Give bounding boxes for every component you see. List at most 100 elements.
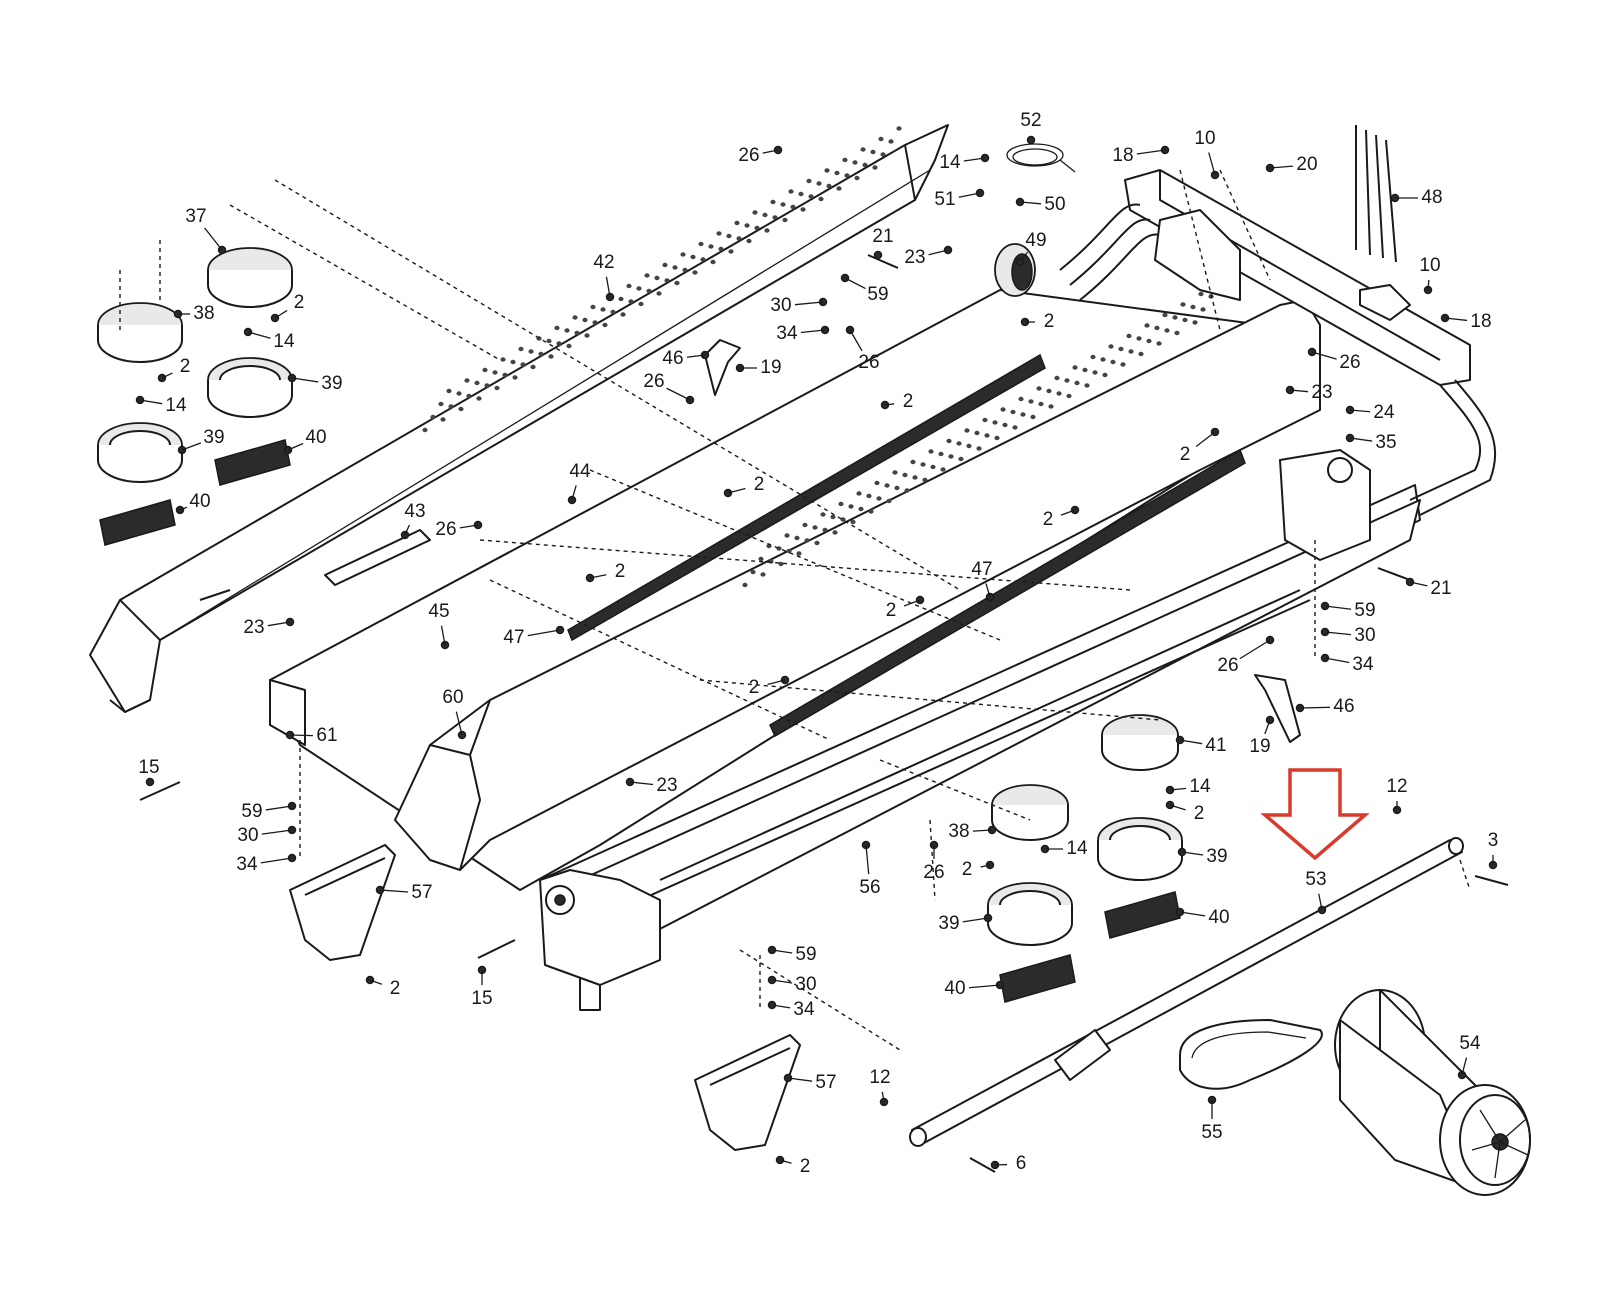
part-label-26: 26 [1217, 655, 1238, 676]
cable-ties [1355, 125, 1397, 263]
rail-hole [1056, 391, 1062, 396]
rail-hole [772, 215, 778, 220]
leader-line [440, 625, 446, 646]
part-label-53: 53 [1305, 869, 1326, 890]
rail-hole [886, 498, 892, 504]
part-label-59: 59 [795, 944, 816, 965]
rail-hole [844, 173, 850, 178]
rail-hole [674, 280, 680, 286]
left-rail-holes [422, 126, 902, 433]
rail-hole [778, 561, 784, 567]
rail-hole [1136, 336, 1142, 341]
rail-hole [512, 375, 518, 380]
part-label-18: 18 [1112, 145, 1133, 166]
rail-hole [430, 414, 436, 420]
part-label-26: 26 [435, 519, 456, 540]
rail-hole [458, 406, 464, 412]
rail-hole [528, 349, 534, 354]
leader-line [589, 574, 607, 579]
leader-line [767, 679, 786, 686]
rail-hole [902, 472, 908, 478]
leader-line [204, 227, 223, 251]
rail-hole [1144, 323, 1150, 328]
part-label-15: 15 [138, 757, 159, 778]
rail-hole [620, 312, 626, 317]
rail-hole [1018, 396, 1024, 402]
rail-hole [758, 556, 764, 562]
rail-hole [786, 548, 792, 554]
rail-hole [760, 572, 766, 577]
rail-hole [940, 467, 946, 472]
leader-line [1195, 431, 1216, 447]
leader-line [800, 329, 826, 334]
leader-line [1324, 657, 1350, 664]
leader-line [980, 864, 991, 868]
rail-hole [610, 309, 616, 315]
rail-hole [700, 257, 706, 262]
rail-hole [870, 149, 876, 155]
rail-hole [854, 175, 860, 181]
rail-hole [832, 530, 838, 535]
rail-hole [1064, 378, 1070, 383]
leader-line [666, 387, 691, 401]
leader-line [289, 734, 314, 737]
rail-hole [834, 170, 840, 176]
rail-hole [872, 165, 878, 170]
rail-hole [796, 551, 802, 556]
bolts [139, 254, 1509, 1173]
leader-line [1289, 389, 1309, 393]
rail-hole [1154, 325, 1160, 331]
part-label-2: 2 [962, 859, 973, 880]
rail-hole [866, 493, 872, 499]
leader-line [771, 979, 793, 984]
rail-hole [912, 475, 918, 480]
rail-hole [1072, 365, 1078, 370]
rail-hole [896, 126, 902, 131]
part-label-47: 47 [971, 559, 992, 580]
leader-line [1181, 851, 1204, 856]
rail-hole [530, 364, 536, 370]
rail-hole [1198, 291, 1204, 297]
leader-line [958, 192, 981, 198]
leader-line [379, 889, 409, 893]
leader-line [727, 487, 746, 494]
rail-hole [794, 535, 800, 541]
part-label-59: 59 [867, 284, 888, 305]
part-label-44: 44 [569, 461, 591, 482]
leader-line [1060, 509, 1076, 516]
leader-line [1349, 437, 1373, 442]
rail-hole [582, 317, 588, 323]
rail-hole [842, 157, 848, 163]
rail-hole [982, 417, 988, 423]
rail-hole [1066, 393, 1072, 399]
leader-line [972, 829, 993, 832]
part-label-21: 21 [872, 226, 893, 247]
rail-hole [938, 451, 944, 457]
rail-hole [476, 396, 482, 401]
leader-line [985, 583, 991, 598]
part-label-43: 43 [404, 501, 425, 522]
part-label-12: 12 [1386, 776, 1407, 797]
leader-line [963, 157, 986, 162]
rail-hole [718, 246, 724, 252]
right-foot-stack [987, 714, 1183, 1003]
rail-hole [904, 488, 910, 493]
rail-hole [824, 168, 830, 173]
part-label-38: 38 [193, 303, 214, 324]
rail-hole [892, 470, 898, 475]
leader-line [1444, 317, 1468, 322]
leader-line [287, 442, 304, 451]
rail-hole [1118, 346, 1124, 352]
screw-marker [145, 777, 155, 787]
rail-hole [422, 427, 428, 433]
part-label-38: 38 [948, 821, 969, 842]
part-label-2: 2 [180, 356, 191, 377]
rail-hole [764, 228, 770, 233]
leader-line [265, 805, 293, 811]
leader-line [1239, 639, 1271, 660]
rail-hole [1138, 351, 1144, 357]
rail-hole [1100, 357, 1106, 362]
rail-hole [492, 370, 498, 375]
part-label-23: 23 [1311, 382, 1332, 403]
part-label-2: 2 [1194, 803, 1205, 824]
